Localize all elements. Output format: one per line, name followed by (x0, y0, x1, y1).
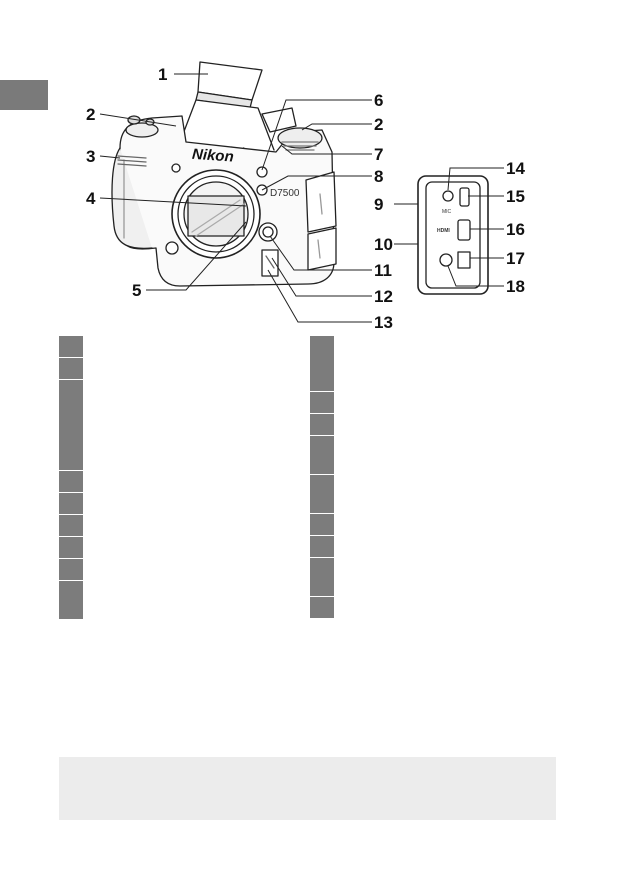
key-number-cell (59, 559, 83, 580)
key-row (59, 537, 309, 559)
key-number-cell (59, 336, 83, 357)
key-row (310, 536, 560, 558)
callout-3: 3 (86, 147, 96, 166)
key-row (310, 597, 560, 619)
brand-logo: Nikon (191, 146, 234, 166)
key-number-cell (59, 515, 83, 536)
key-number-cell (59, 358, 83, 379)
chapter-tab (0, 80, 48, 110)
callout-14: 14 (506, 159, 525, 178)
key-number-cell (59, 380, 83, 470)
key-number-cell (310, 392, 334, 413)
callout-7: 7 (374, 145, 384, 164)
key-row (59, 380, 309, 471)
key-number-cell (310, 514, 334, 535)
key-row (59, 358, 309, 380)
key-row (59, 515, 309, 537)
camera-illustration: Nikon D7500 MIC HDMI (99, 61, 504, 323)
key-row (310, 414, 560, 436)
callout-16: 16 (506, 220, 525, 239)
key-row (310, 436, 560, 475)
key-row (59, 581, 309, 620)
key-number-cell (310, 597, 334, 618)
callout-1: 1 (158, 65, 168, 84)
key-row (59, 471, 309, 493)
callout-15: 15 (506, 187, 525, 206)
key-number-cell (310, 436, 334, 474)
callout-10: 10 (374, 235, 393, 254)
callout-12: 12 (374, 287, 393, 306)
callout-6: 6 (374, 91, 384, 110)
key-row (310, 475, 560, 514)
key-number-cell (310, 558, 334, 596)
key-number-cell (310, 536, 334, 557)
key-row (310, 336, 560, 392)
callout-2a: 2 (86, 105, 96, 124)
callout-17: 17 (506, 249, 525, 268)
key-number-cell (310, 336, 334, 391)
callout-5: 5 (132, 281, 142, 300)
model-badge: D7500 (270, 188, 300, 199)
key-row (59, 559, 309, 581)
note-box (59, 757, 556, 820)
camera-figure: Nikon D7500 MIC HDMI (0, 0, 620, 332)
key-row (310, 558, 560, 597)
key-number-cell (59, 537, 83, 558)
callout-9: 9 (374, 195, 384, 214)
callout-2b: 2 (374, 115, 384, 134)
mic-port-label: MIC (442, 209, 452, 215)
callout-18: 18 (506, 277, 525, 296)
key-row (310, 514, 560, 536)
key-table-right (310, 336, 560, 619)
key-number-cell (310, 414, 334, 435)
key-number-cell (59, 493, 83, 514)
callout-4: 4 (86, 189, 96, 208)
key-row (59, 336, 309, 358)
key-number-cell (59, 581, 83, 619)
callout-11: 11 (374, 261, 392, 280)
hdmi-port-label: HDMI (437, 228, 450, 234)
key-table-left (59, 336, 309, 620)
key-row (310, 392, 560, 414)
key-number-cell (310, 475, 334, 513)
key-row (59, 493, 309, 515)
key-number-cell (59, 471, 83, 492)
callout-8: 8 (374, 167, 384, 186)
callout-13: 13 (374, 313, 393, 332)
